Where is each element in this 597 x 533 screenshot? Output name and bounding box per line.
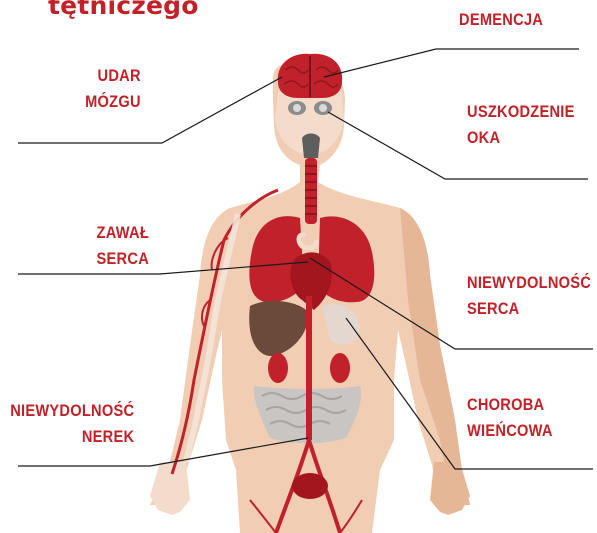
- label-demencja: DEMENCJA: [459, 7, 543, 33]
- label-niewydolnosc-serca: NIEWYDOLNOŚĆ SERCA: [467, 270, 591, 322]
- leader-line-demencja: [324, 49, 579, 77]
- label-oko-line1: USZKODZENIE: [467, 99, 575, 125]
- label-nerki-line2: NEREK: [10, 424, 134, 450]
- label-choroba-wiencowa: CHOROBA WIEŃCOWA: [467, 392, 553, 444]
- label-zawal-line1: ZAWAŁ: [97, 220, 149, 246]
- leader-line-udar: [18, 77, 282, 143]
- label-uszkodzenie-oka: USZKODZENIE OKA: [467, 99, 575, 151]
- label-nerki-line1: NIEWYDOLNOŚĆ: [10, 398, 134, 424]
- label-niewydolnosc-serca-line1: NIEWYDOLNOŚĆ: [467, 270, 591, 296]
- label-choroba-line2: WIEŃCOWA: [467, 418, 553, 444]
- label-niewydolnosc-nerek: NIEWYDOLNOŚĆ NEREK: [10, 398, 134, 450]
- label-udar-line1: UDAR: [85, 63, 141, 89]
- label-zawal-line2: SERCA: [97, 246, 149, 272]
- label-oko-line2: OKA: [467, 125, 575, 151]
- label-niewydolnosc-serca-line2: SERCA: [467, 296, 591, 322]
- label-choroba-line1: CHOROBA: [467, 392, 553, 418]
- label-demencja-line1: DEMENCJA: [459, 7, 543, 33]
- label-udar-mozgu: UDAR MÓZGU: [85, 63, 141, 115]
- human-body-figure: [150, 54, 470, 533]
- label-udar-line2: MÓZGU: [85, 89, 141, 115]
- label-zawal-serca: ZAWAŁ SERCA: [97, 220, 149, 272]
